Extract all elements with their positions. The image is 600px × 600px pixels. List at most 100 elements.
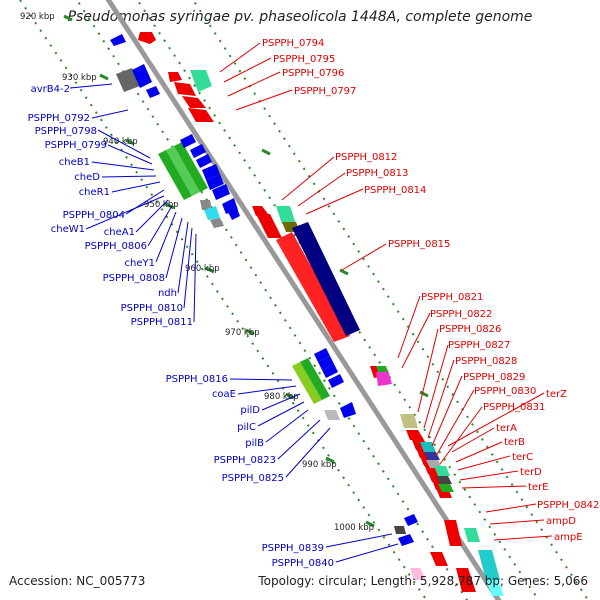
gene-label[interactable]: avrB4-2 — [31, 84, 70, 95]
gene-label[interactable]: PSPPH_0815 — [388, 239, 450, 250]
gene-label[interactable]: terA — [496, 423, 517, 434]
gene-label[interactable]: pilD — [240, 405, 260, 416]
gene-label[interactable]: PSPPH_0821 — [421, 292, 483, 303]
gene-feature — [406, 430, 424, 440]
leader-line — [397, 295, 421, 359]
gene-label[interactable]: terB — [504, 437, 525, 448]
gene-label[interactable]: PSPPH_0840 — [272, 558, 334, 569]
leader-line — [401, 312, 431, 369]
leader-line — [235, 89, 293, 111]
leader-line — [461, 485, 527, 489]
gene-feature — [394, 526, 406, 534]
leader-line — [427, 359, 455, 439]
gene-label[interactable]: PSPPH_0825 — [222, 473, 284, 484]
gene-label[interactable]: PSPPH_0814 — [364, 185, 426, 196]
gene-feature — [324, 410, 340, 420]
gene-label[interactable]: cheA1 — [104, 227, 135, 238]
gene-label[interactable]: pilC — [237, 422, 256, 433]
gene-label[interactable]: PSPPH_0811 — [131, 317, 193, 328]
gene-label[interactable]: PSPPH_0806 — [85, 241, 147, 252]
gene-label[interactable]: ampD — [546, 516, 576, 527]
gene-feature — [212, 184, 230, 200]
leader-line — [285, 427, 331, 478]
leader-line — [69, 83, 113, 89]
gene-feature — [182, 96, 206, 108]
gene-feature — [180, 134, 196, 148]
gene-feature — [376, 366, 388, 372]
leader-line — [237, 385, 297, 395]
gene-label[interactable]: PSPPH_0804 — [63, 210, 125, 221]
gene-label[interactable]: PSPPH_0810 — [121, 303, 183, 314]
gene-feature — [424, 452, 440, 460]
gene-label[interactable]: PSPPH_0792 — [28, 113, 90, 124]
gene-feature — [110, 34, 126, 46]
gene-label[interactable]: PSPPH_0826 — [439, 324, 501, 335]
gene-label[interactable]: ampE — [554, 532, 583, 543]
leader-line — [91, 161, 155, 171]
tick-mark — [205, 266, 215, 274]
gene-label[interactable]: terD — [520, 467, 542, 478]
leader-line — [423, 344, 449, 429]
gene-label[interactable]: PSPPH_0794 — [262, 38, 324, 49]
gene-label[interactable]: PSPPH_0822 — [430, 309, 492, 320]
leader-line — [325, 533, 393, 548]
tick-label-970: 970 kbp — [225, 328, 260, 338]
gene-feature — [430, 552, 448, 566]
tick-mark — [165, 202, 175, 210]
gene-feature — [444, 520, 462, 546]
leader-line — [431, 375, 463, 447]
gene-label[interactable]: terC — [512, 452, 533, 463]
gene-feature — [200, 200, 212, 210]
gene-label[interactable]: PSPPH_0830 — [474, 386, 536, 397]
gene-label[interactable]: PSPPH_0797 — [294, 86, 356, 97]
tick-label-990: 990 kbp — [302, 460, 337, 470]
accession-text: Accession: NC_005773 — [9, 574, 146, 588]
leader-line — [297, 172, 346, 207]
tick-mark — [125, 138, 135, 146]
leader-line — [101, 175, 157, 178]
reverse-labels: avrB4-2 PSPPH_0792 PSPPH_0798 PSPPH_0799… — [28, 84, 334, 569]
tick-label-920: 920 kbp — [20, 12, 55, 22]
gene-feature — [190, 144, 206, 158]
gene-label[interactable]: PSPPH_0828 — [455, 356, 517, 367]
leader-line — [451, 427, 495, 453]
gene-feature — [478, 550, 500, 580]
gene-label[interactable]: cheR1 — [79, 187, 110, 198]
gene-label[interactable]: PSPPH_0798 — [35, 126, 97, 137]
gene-label[interactable]: PSPPH_0795 — [273, 54, 335, 65]
gene-label[interactable]: terZ — [546, 389, 567, 400]
gene-label[interactable]: PSPPH_0796 — [282, 68, 344, 79]
gene-label[interactable]: cheY1 — [125, 258, 155, 269]
gene-feature — [404, 514, 418, 526]
gene-label[interactable]: PSPPH_0799 — [45, 140, 107, 151]
gene-label[interactable]: PSPPH_0823 — [214, 455, 276, 466]
gene-label[interactable]: cheB1 — [59, 157, 90, 168]
gene-label[interactable]: PSPPH_0829 — [463, 372, 525, 383]
leader-line — [223, 57, 272, 83]
leader-line — [165, 217, 183, 279]
gene-label[interactable]: cheD — [74, 172, 100, 183]
gene-label[interactable]: PSPPH_0831 — [483, 402, 545, 413]
gene-feature — [228, 206, 240, 220]
gene-label[interactable]: PSPPH_0827 — [448, 340, 510, 351]
gene-feature — [206, 174, 224, 190]
gene-label[interactable]: PSPPH_0812 — [335, 152, 397, 163]
gene-label[interactable]: PSPPH_0813 — [346, 168, 408, 179]
gene-label[interactable]: PSPPH_0816 — [166, 374, 228, 385]
gene-label[interactable]: cheW1 — [51, 224, 85, 235]
leader-line — [261, 393, 301, 411]
gene-label[interactable]: PSPPH_0839 — [262, 543, 324, 554]
tick-label-960: 960 kbp — [185, 264, 220, 274]
tick-mark — [245, 328, 255, 336]
gene-label[interactable]: PSPPH_0842 — [537, 500, 599, 511]
gene-feature — [464, 528, 480, 542]
gene-label[interactable]: coaE — [212, 389, 236, 400]
gene-label[interactable]: ndh — [158, 288, 177, 299]
leader-line — [459, 470, 519, 481]
gene-label[interactable]: pilB — [245, 438, 264, 449]
genome-backbone — [105, 0, 502, 600]
gene-feature — [276, 232, 350, 342]
tick-label-1000: 1000 kbp — [334, 523, 374, 533]
gene-label[interactable]: PSPPH_0808 — [103, 273, 165, 284]
gene-label[interactable]: terE — [528, 482, 549, 493]
